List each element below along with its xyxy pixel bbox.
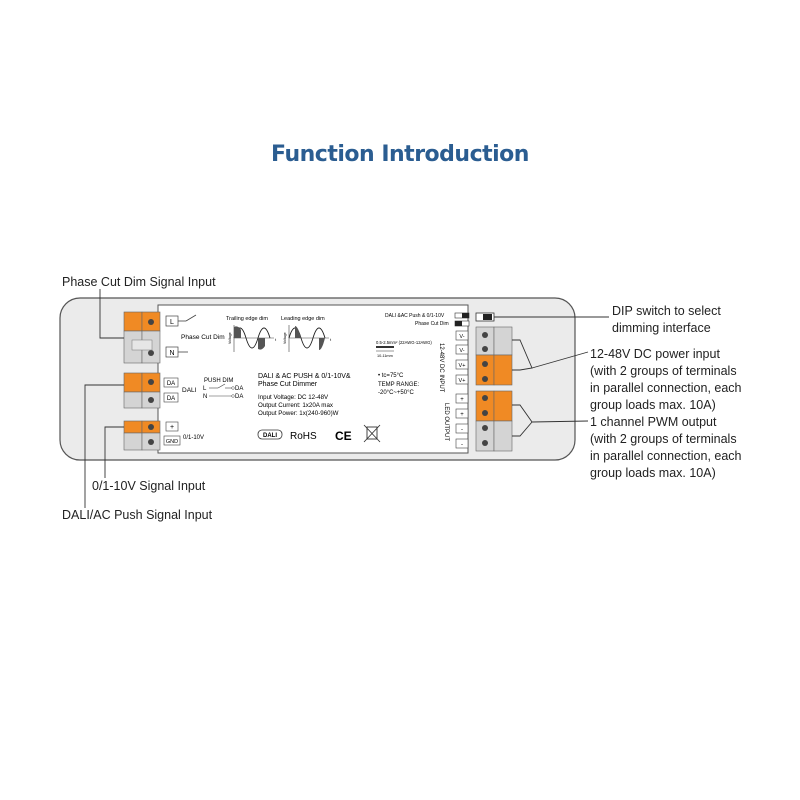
terminal-label-vm1: V- bbox=[459, 334, 464, 340]
spec-output-current: Output Current: 1x20A max bbox=[258, 402, 334, 409]
trailing-edge-label: Trailing edge dim bbox=[226, 316, 268, 322]
push-l-label: L bbox=[203, 386, 207, 392]
terminal-label-plus: + bbox=[170, 424, 174, 431]
push-n-label: N bbox=[203, 394, 207, 400]
trailing-voltage-label: Voltage bbox=[228, 332, 232, 344]
terminal-label-vm2: V- bbox=[459, 348, 464, 354]
weee-icon bbox=[363, 424, 381, 443]
trailing-edge-waveform: Voltage t bbox=[228, 325, 277, 352]
terminal-block-ln bbox=[123, 311, 161, 364]
terminal-label-vp1: V+ bbox=[459, 363, 466, 369]
terminal-block-led-output bbox=[475, 390, 513, 452]
ce-logo: CE bbox=[335, 429, 352, 443]
callout-pwm-output: 1 channel PWM output (with 2 groups of t… bbox=[590, 414, 742, 482]
callout-phase-cut-dim: Phase Cut Dim Signal Input bbox=[62, 275, 216, 289]
rohs-logo: RoHS bbox=[290, 431, 317, 442]
dip-switch[interactable] bbox=[475, 312, 495, 322]
callout-power-input: 12-48V DC power input (with 2 groups of … bbox=[590, 346, 742, 414]
terminal-block-010v bbox=[123, 420, 161, 451]
terminal-block-dali bbox=[123, 372, 161, 409]
callout-pwm-line1: 1 channel PWM output bbox=[590, 415, 717, 429]
leader-lines bbox=[84, 289, 609, 508]
callout-dali-push: DALI/AC Push Signal Input bbox=[62, 508, 213, 522]
callout-pwm-line3: in parallel connection, each bbox=[590, 449, 742, 463]
terminal-label-m1: - bbox=[461, 427, 463, 433]
callout-power-line1: 12-48V DC power input bbox=[590, 347, 720, 361]
push-da2-label: DA bbox=[235, 394, 243, 400]
callout-dip-line2: dimming interface bbox=[612, 321, 711, 335]
dali-logo: DALI bbox=[257, 429, 283, 440]
product-name-line2: Phase Cut Dimmer bbox=[258, 381, 318, 388]
callout-power-line4: group loads max. 10A) bbox=[590, 398, 716, 412]
terminal-label-l: L bbox=[170, 319, 174, 326]
callout-pwm-line2: (with 2 groups of terminals bbox=[590, 432, 737, 446]
terminal-label-p1: + bbox=[460, 397, 464, 403]
leading-voltage-label: Voltage bbox=[283, 332, 287, 344]
terminal-label-m2: - bbox=[461, 442, 463, 448]
product-name-line1: DALI & AC PUSH & 0/1-10V& bbox=[258, 373, 351, 380]
dip-label-line1: DALI &AC Push & 0/1-10V bbox=[385, 313, 445, 319]
callout-power-line3: in parallel connection, each bbox=[590, 381, 742, 395]
terminal-block-power-input bbox=[475, 326, 513, 386]
phase-cut-dim-label: Phase Cut Dim bbox=[181, 334, 225, 341]
temp-values-label: -20°C~+50°C bbox=[378, 390, 414, 396]
callout-dip-switch: DIP switch to select dimming interface bbox=[612, 303, 721, 337]
trailing-t-label: t bbox=[275, 337, 277, 342]
dali-label: DALI bbox=[182, 387, 197, 394]
wire-spec-label: 0.5-2.5mm² (22AWG-12AWG) bbox=[376, 340, 432, 345]
push-dim-label: PUSH DIM bbox=[204, 378, 233, 384]
led-output-label: LED OUTPUT bbox=[443, 403, 449, 441]
callout-analog-signal: 0/1-10V Signal Input bbox=[92, 479, 206, 493]
terminal-label-gnd: GND bbox=[166, 439, 178, 445]
tc-label: • tc=75°C bbox=[378, 373, 404, 379]
strip-length-label: 10-11mm bbox=[377, 354, 393, 358]
dc-input-label: 12-48V DC INPUT bbox=[438, 343, 444, 393]
leading-edge-waveform: Voltage t bbox=[283, 325, 332, 352]
terminal-label-da2: DA bbox=[167, 396, 175, 402]
svg-text:DALI: DALI bbox=[263, 433, 277, 439]
v010-label: 0/1-10V bbox=[183, 435, 204, 441]
callout-power-line2: (with 2 groups of terminals bbox=[590, 364, 737, 378]
push-da1-label: DA bbox=[235, 386, 243, 392]
label-panel bbox=[157, 304, 469, 454]
callout-dip-line1: DIP switch to select bbox=[612, 304, 721, 318]
spec-output-power: Output Power: 1x(240-960)W bbox=[258, 410, 339, 417]
terminal-label-n: N bbox=[169, 350, 174, 357]
temp-range-label: TEMP RANGE: bbox=[378, 382, 420, 388]
page-title: Function Introduction bbox=[271, 142, 529, 167]
leading-t-label: t bbox=[330, 337, 332, 342]
callout-pwm-line4: group loads max. 10A) bbox=[590, 466, 716, 480]
terminal-label-da1: DA bbox=[167, 381, 175, 387]
leading-edge-label: Leading edge dim bbox=[281, 316, 325, 322]
dip-label-line2: Phase Cut Dim bbox=[415, 321, 449, 327]
terminal-label-p2: + bbox=[460, 412, 464, 418]
terminal-label-vp2: V+ bbox=[459, 378, 466, 384]
spec-input-voltage: Input Voltage: DC 12-48V bbox=[258, 394, 329, 401]
